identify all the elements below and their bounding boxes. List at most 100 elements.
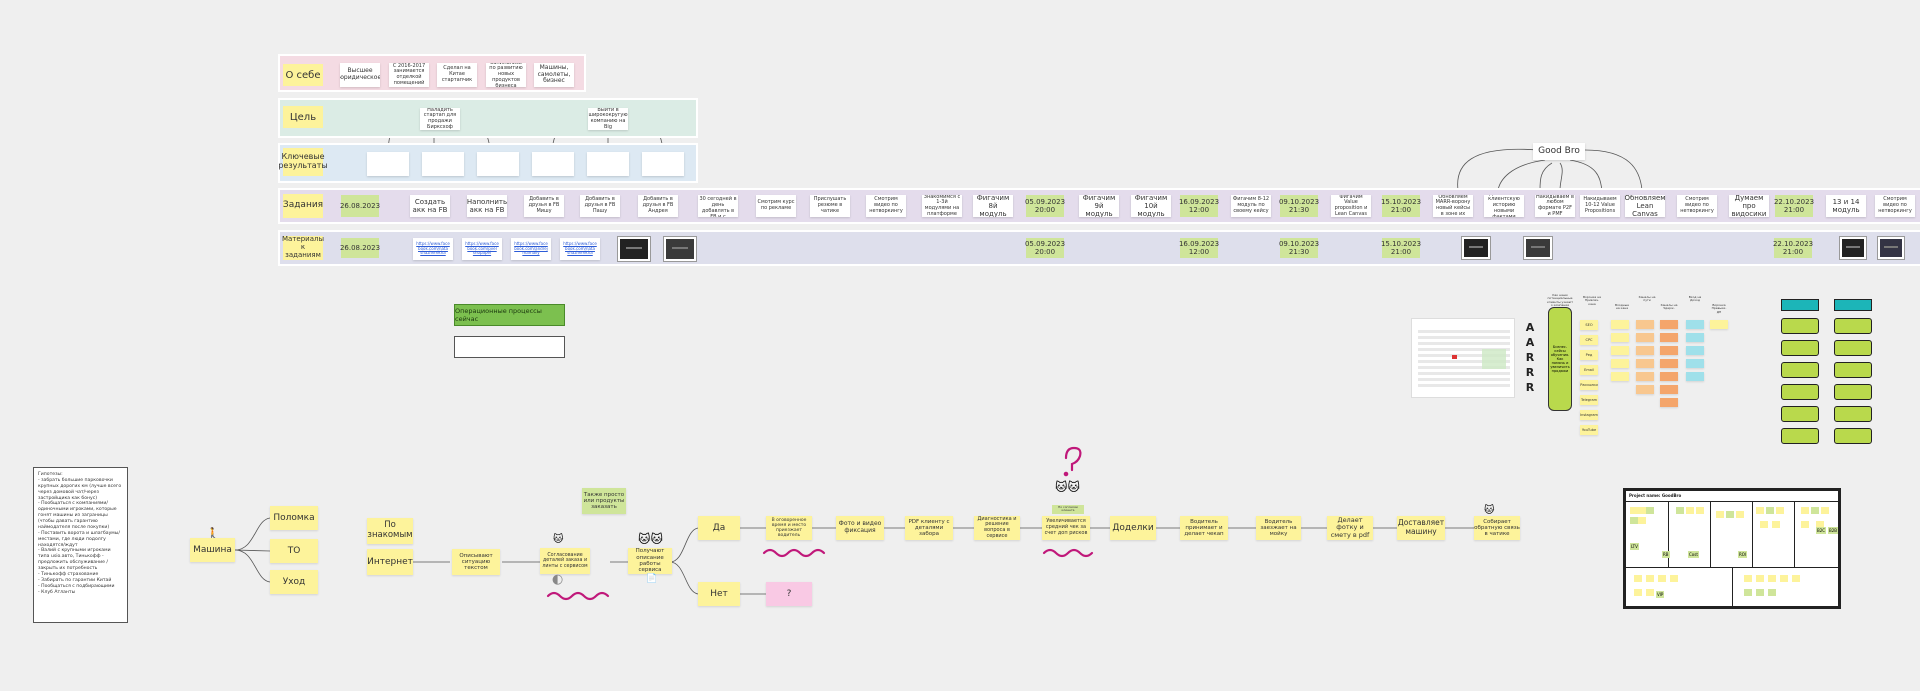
result-card — [587, 152, 629, 176]
internet-node: Интернет — [367, 549, 413, 575]
aarrr-letter: R — [1525, 351, 1535, 364]
task-card: Накидываем в любом формате P2F и PMF — [1535, 195, 1575, 217]
materials-label: Материалы к заданиям — [282, 235, 324, 260]
aarrr-note — [1686, 359, 1704, 368]
teal-step — [1781, 384, 1819, 400]
aarrr-note — [1660, 372, 1678, 381]
teal-step — [1834, 428, 1872, 444]
yes-node: Да — [698, 516, 740, 540]
result-card — [422, 152, 464, 176]
fb-link-text[interactable]: https://www.face book.com/nata shazherek… — [563, 241, 597, 256]
cat-emoji: 🐱🐱 — [638, 532, 664, 546]
canvas-note — [1744, 589, 1752, 596]
canvas-note — [1744, 575, 1752, 582]
ops-title: Операционные процессы сейчас — [455, 307, 542, 323]
increase-node: Увеличивается средний чек за счет доп ри… — [1042, 516, 1090, 540]
ops-title-box: Операционные процессы сейчас — [454, 304, 565, 326]
aarrr-channel: CPC — [1580, 335, 1598, 345]
video-thumbnail[interactable] — [1524, 237, 1552, 259]
teal-step — [1781, 362, 1819, 378]
task-card: Смотрим видео по нетворкингу — [1875, 195, 1915, 217]
fb-link[interactable]: https://www.face book.com/andrej mamaliy — [511, 238, 551, 260]
photo-pdf-node: Делает фотку и смету в pdf — [1327, 516, 1373, 540]
canvas-note — [1736, 511, 1744, 518]
aarrr-channel: Email — [1580, 365, 1598, 375]
canvas-title: Project name: GoodBro — [1629, 493, 1682, 498]
good-bro-node: Good Bro — [1533, 143, 1585, 160]
fb-link[interactable]: https://www.face book.com/pvel shopapel — [462, 238, 502, 260]
receive-node: Получают описание работы сервиса — [628, 548, 672, 574]
fb-link[interactable]: https://www.face book.com/nata shazherek… — [413, 238, 453, 260]
teal-header — [1834, 299, 1872, 311]
teal-step — [1781, 340, 1819, 356]
task-card: Добавить в друзья в FB Мишу — [524, 195, 564, 217]
aarrr-note — [1710, 320, 1728, 329]
aarrr-column-head: Каналы на Удерж. — [1660, 303, 1678, 311]
fb-link-text[interactable]: https://www.face book.com/nata shazherek… — [416, 241, 450, 256]
aarrr-note — [1660, 385, 1678, 394]
video-thumbnail[interactable] — [664, 237, 696, 261]
acquaint-node: По знакомым — [367, 518, 413, 544]
canvas-tag: B2C — [1816, 527, 1827, 534]
describe-node: Описывают ситуацию текстом — [452, 549, 500, 575]
video-thumbnail[interactable] — [1878, 237, 1904, 259]
increase-note: По согласию клиента — [1052, 505, 1084, 514]
task-card: Смотрим курс по рекламе — [756, 195, 796, 217]
aarrr-note — [1686, 372, 1704, 381]
canvas-note — [1634, 575, 1642, 582]
video-thumbnail[interactable] — [1462, 237, 1490, 259]
about-card: Высшее юридическое — [340, 63, 380, 87]
result-card — [532, 152, 574, 176]
aarrr-note — [1611, 320, 1629, 329]
about-card: Машины, самолеты, бизнес — [534, 63, 574, 87]
driver-back-node: Водитель заезжает на мойку — [1256, 516, 1301, 540]
goal-band — [278, 98, 698, 138]
to-node: ТО — [270, 539, 318, 563]
task-card: Знакомимся с 1-3й модулями на платформе — [922, 195, 962, 217]
person-icon: 🚶 — [206, 527, 220, 540]
breakdown-node: Поломка — [270, 506, 318, 530]
deliver-node: Доставляет машину — [1397, 516, 1445, 540]
materials-date: 05.09.2023 20:00 — [1024, 238, 1066, 258]
aarrr-pill-text: Бизнес-кейсы обучения. Как помочь и увел… — [1550, 345, 1570, 373]
canvas-note — [1630, 507, 1638, 514]
fb-link-text[interactable]: https://www.face book.com/pvel shopapel — [465, 241, 499, 256]
canvas-tag: B2B — [1828, 527, 1839, 534]
canvas-note — [1768, 575, 1776, 582]
aarrr-note — [1660, 320, 1678, 329]
task-card: Начать за 20-30 сегодней в день добавлят… — [698, 195, 738, 217]
materials-date: 16.09.2023 12:00 — [1178, 238, 1220, 258]
task-card: Думаем про видосики — [1729, 195, 1769, 217]
canvas-note — [1638, 517, 1646, 524]
canvas-note — [1772, 521, 1780, 528]
task-card: Фигачим 8й модуль — [973, 195, 1013, 217]
teal-step — [1834, 318, 1872, 334]
canvas-note — [1792, 575, 1800, 582]
task-card: Фигачим 8-12 модуль по своему кейсу — [1231, 195, 1271, 217]
aarrr-note — [1660, 346, 1678, 355]
task-card: Дополняем клиентскую историю новыми факт… — [1484, 195, 1524, 217]
canvas-note — [1756, 589, 1764, 596]
aarrr-note — [1660, 359, 1678, 368]
care-node: Уход — [270, 570, 318, 594]
spreadsheet-thumbnail[interactable] — [1411, 318, 1515, 398]
materials-date: 22.10.2023 21:00 — [1772, 238, 1814, 258]
video-thumbnail[interactable] — [618, 237, 650, 261]
aarrr-letter: A — [1525, 336, 1535, 349]
canvas-note — [1676, 507, 1684, 514]
video-thumbnail[interactable] — [1840, 237, 1866, 259]
task-card: Добавить в друзья в FB Андрея — [638, 195, 678, 217]
fb-link-text[interactable]: https://www.face book.com/andrej mamaliy — [514, 241, 548, 256]
task-card: Смотрим видео по нетворкингу — [1677, 195, 1717, 217]
aarrr-channel: SEO — [1580, 320, 1598, 330]
aarrr-channel: YouTube — [1580, 425, 1598, 435]
result-card — [367, 152, 409, 176]
aarrr-channel: Telegram — [1580, 395, 1598, 405]
hypotheses-note: Гипотезы: - забрать большие парковочки к… — [33, 467, 128, 623]
aarrr-note — [1611, 333, 1629, 342]
fb-link[interactable]: https://www.face book.com/nata shazherek… — [560, 238, 600, 260]
task-date: 05.09.2023 20:00 — [1025, 195, 1065, 217]
teal-step — [1834, 406, 1872, 422]
